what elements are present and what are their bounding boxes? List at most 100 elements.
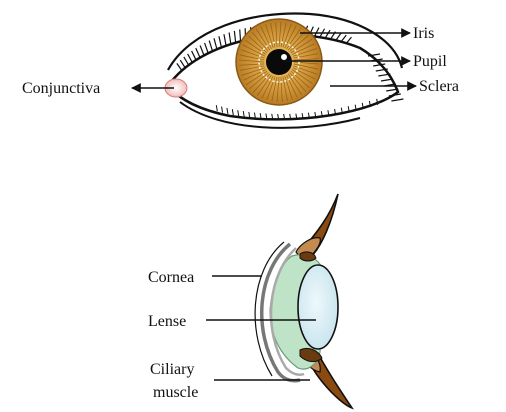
iris-fiber (290, 38, 313, 54)
eyelash (376, 98, 379, 105)
eyelash (380, 78, 394, 82)
eyelash (340, 34, 347, 43)
iris-fiber (239, 59, 265, 63)
eyelash (277, 113, 280, 121)
eyelash (226, 107, 229, 115)
iris-fiber (286, 74, 298, 98)
eyelash (314, 111, 317, 119)
eyelash (388, 93, 401, 97)
iris-fiber (241, 67, 266, 76)
iris-fiber (260, 26, 272, 50)
iris-fiber (240, 49, 265, 59)
eyelash (289, 113, 292, 120)
iris-fiber (287, 73, 303, 96)
iris-fiber (292, 48, 317, 57)
eyelash (213, 38, 218, 50)
eyelash (195, 47, 201, 58)
iris-fiber (280, 22, 287, 48)
lower-eyelashes (215, 98, 379, 121)
label-conjunctiva: Conjunctiva (22, 80, 100, 97)
eyelash (307, 112, 310, 119)
ciliary-muscle-top (299, 251, 317, 262)
eyelash (208, 40, 214, 52)
iris-fiber (289, 34, 309, 52)
eyelash (199, 45, 205, 56)
iris-fiber (282, 23, 292, 48)
pupil (266, 49, 292, 75)
label-lense: Lense (148, 313, 186, 330)
side-eye: Cornea Lense Ciliary muscle (148, 193, 354, 410)
iris-fiber (256, 74, 272, 96)
eyelash (265, 113, 268, 120)
eyelash (301, 113, 304, 120)
ciliary-muscle-bottom (299, 347, 323, 363)
eyelash (259, 113, 262, 120)
eyelash (334, 108, 337, 116)
iris-fiber (255, 28, 271, 51)
iris-fiber (293, 58, 319, 61)
iris-fiber (270, 22, 276, 48)
eyelash (231, 109, 234, 116)
iris-fiber (239, 63, 265, 66)
iris-fiber (251, 32, 269, 52)
eyelash (233, 30, 237, 43)
iris-fiber (287, 31, 306, 51)
upper-eyelid-fold (167, 12, 404, 71)
iris-fiber (239, 54, 265, 61)
iris-fiber (265, 24, 274, 49)
iris-fiber (245, 39, 267, 55)
iris-fiber (284, 75, 293, 100)
eyelash (253, 112, 256, 119)
iris-fiber (293, 61, 319, 65)
eyelash (223, 34, 227, 46)
eyelash (179, 59, 186, 69)
eyelash (313, 27, 320, 37)
front-eye: Iris Pupil Sclera Conjunctiva (22, 12, 459, 129)
eyelash (354, 104, 357, 111)
eyelash (239, 29, 242, 42)
eyelash (237, 110, 240, 117)
iris-fiber (293, 65, 318, 75)
iris-fiber (276, 76, 280, 102)
eyelash (187, 53, 193, 63)
iris-fiber (261, 75, 274, 99)
eyelash (324, 29, 331, 39)
iris-fiber (284, 25, 297, 49)
eyelash (283, 113, 286, 121)
label-sclera: Sclera (419, 78, 459, 95)
iris-fiber (280, 76, 283, 102)
eyelash (242, 111, 245, 118)
lower-lid-contour (179, 101, 361, 129)
iris-fiber (292, 67, 316, 80)
iris-fiber (245, 70, 268, 86)
iris-fiber (291, 69, 313, 85)
eyelash (335, 32, 342, 41)
lens (297, 264, 339, 350)
eyelash (327, 110, 330, 117)
cornea-inner (269, 247, 305, 376)
eyelash (183, 56, 190, 66)
eyelash (295, 113, 298, 120)
iris-fiber (242, 44, 266, 57)
eyelash (228, 32, 232, 45)
eyelash (367, 53, 381, 57)
eyelash (218, 36, 223, 48)
iris-fiber (239, 65, 265, 71)
iris-fiber (252, 73, 271, 93)
iris-fiber (278, 22, 282, 48)
iris-fiber (266, 76, 276, 101)
eyelash (340, 107, 343, 114)
eyelash (375, 68, 388, 72)
iris-collarette (258, 41, 300, 83)
eyelash (271, 113, 274, 120)
iris-fiber (290, 70, 310, 89)
label-pupil: Pupil (413, 53, 447, 70)
eyelash (215, 105, 218, 112)
eyelash (391, 98, 404, 102)
iris-fiber (291, 43, 315, 55)
label-muscle: muscle (153, 384, 198, 401)
label-cornea: Cornea (148, 269, 194, 286)
eyelash (176, 63, 183, 71)
